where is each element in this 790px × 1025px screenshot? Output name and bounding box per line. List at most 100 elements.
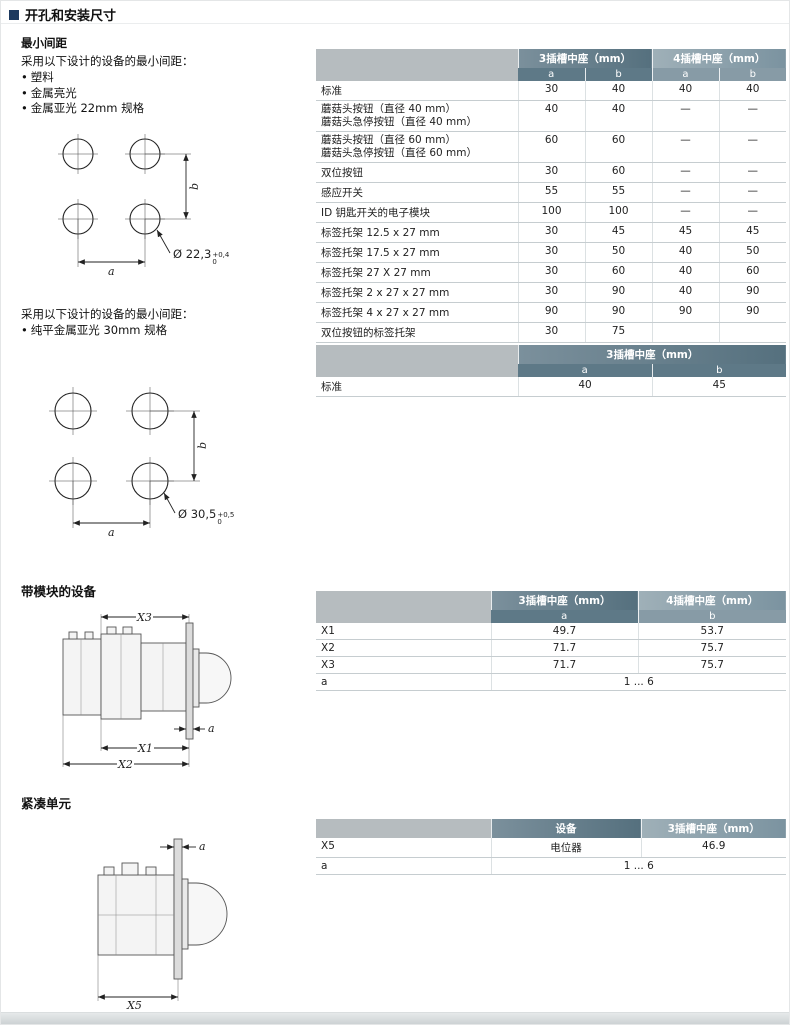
value-cell: 53.7 <box>637 623 786 640</box>
compact-section-heading: 紧凑单元 <box>21 796 72 811</box>
value-cell: 60 <box>584 162 652 183</box>
row-label: 标签托架 27 X 27 mm <box>316 262 518 283</box>
value-cell: 100 <box>517 202 585 223</box>
page-title: 开孔和安装尺寸 <box>25 9 117 24</box>
hole-pattern-svg-30mm <box>49 387 200 528</box>
value-cell: 46.9 <box>640 838 786 858</box>
value-cell: 90 <box>718 282 786 303</box>
table-row: 标签托架 4 x 27 x 27 mm 90 90 90 90 <box>316 302 786 323</box>
min-distance-intro: 最小间距 采用以下设计的设备的最小间距： 塑料 金属亮光 金属亚光 22mm 规… <box>21 36 301 117</box>
table-row: 标签托架 12.5 x 27 mm 30 45 45 45 <box>316 222 786 243</box>
value-cell: 90 <box>651 302 719 323</box>
value-cell: 45 <box>718 222 786 243</box>
dim-x5-label: X5 <box>126 999 143 1012</box>
col-b-header: b <box>718 68 786 81</box>
value-cell: 49.7 <box>490 623 638 640</box>
row-label: X3 <box>316 656 491 674</box>
min-clearance-table: 3插槽中座（mm） 4插槽中座（mm） a b a b 标准 30 40 40 … <box>316 49 786 343</box>
table-row: 蘑菇头按钮（直径 60 mm）蘑菇头急停按钮（直径 60 mm） 60 60 —… <box>316 131 786 163</box>
dim-a-label: a <box>107 265 116 278</box>
value-cell: 40 <box>651 262 719 283</box>
section-marker-icon <box>9 9 19 20</box>
value-cell: — <box>718 182 786 203</box>
value-cell: 55 <box>517 182 585 203</box>
value-cell: 60 <box>584 262 652 283</box>
value-cell: — <box>651 182 719 203</box>
value-cell: 30 <box>517 242 585 263</box>
dim-x1-label: X1 <box>137 742 154 755</box>
table-row: X5 电位器 46.9 <box>316 838 786 858</box>
tolerance-upper: +0,5 <box>217 511 235 519</box>
value-cell: 40 <box>651 282 719 303</box>
value-cell: — <box>651 162 719 183</box>
col-a-header: a <box>518 68 585 81</box>
value-cell: 30 <box>517 262 585 283</box>
min-distance-heading: 最小间距 <box>21 36 67 50</box>
header-row: 设备 3插槽中座（mm） <box>316 819 786 838</box>
value-cell: — <box>718 131 786 163</box>
value-cell: 75.7 <box>637 656 786 674</box>
table-row: 蘑菇头按钮（直径 40 mm）蘑菇头急停按钮（直径 40 mm） 40 40 —… <box>316 100 786 132</box>
min-distance-text: 采用以下设计的设备的最小间距： <box>21 53 194 68</box>
col-a-header: a <box>491 610 638 623</box>
value-cell: 55 <box>584 182 652 203</box>
row-label: 双位按钮 <box>316 162 518 183</box>
value-cell: 30 <box>517 162 585 183</box>
design-bullet-list: 塑料 金属亮光 金属亚光 22mm 规格 <box>21 70 301 118</box>
flat-design-intro: 采用以下设计的设备的最小间距： 纯平金属亚光 30mm 规格 <box>21 307 311 339</box>
col-b-header: b <box>651 364 786 377</box>
value-cell: 30 <box>517 81 585 101</box>
header-row-groups: 3插槽中座（mm） <box>316 345 786 377</box>
col-group-3slot: 3插槽中座（mm） <box>640 819 786 838</box>
value-cell: — <box>718 162 786 183</box>
tolerance-lower: 0 <box>217 518 222 526</box>
row-label: 标签托架 2 x 27 x 27 mm <box>316 282 518 303</box>
flat-clearance-table: 3插槽中座（mm） a b 标准 40 45 <box>316 345 786 397</box>
col-device-header: 设备 <box>490 819 641 838</box>
page-header: 开孔和安装尺寸 <box>9 5 116 24</box>
dim-x3-label: X3 <box>136 611 153 624</box>
value-cell: 30 <box>517 322 585 343</box>
device-with-modules-svg <box>62 614 232 767</box>
value-cell: 60 <box>584 131 652 163</box>
col-b-header: b <box>637 610 786 623</box>
row-label: 标签托架 4 x 27 x 27 mm <box>316 302 518 323</box>
table-row: X3 71.7 75.7 <box>316 656 786 674</box>
value-cell: 45 <box>584 222 652 243</box>
value-cell: 40 <box>718 81 786 101</box>
value-cell <box>651 322 719 343</box>
row-label: 标准 <box>316 377 518 397</box>
table-row: 双位按钮的标签托架 30 75 <box>316 322 786 343</box>
row-label: a <box>316 673 491 691</box>
table-row: 标签托架 17.5 x 27 mm 30 50 40 50 <box>316 242 786 263</box>
table-row: a 1 ... 6 <box>316 673 786 691</box>
row-label: 标签托架 12.5 x 27 mm <box>316 222 518 243</box>
dim-b-label: b <box>196 440 210 451</box>
col-b-header: b <box>584 68 652 81</box>
row-label: ID 钥匙开关的电子模块 <box>316 202 518 223</box>
compact-unit-drawing: X5 a <box>46 825 276 1013</box>
col-group-3slot: 3插槽中座（mm） <box>490 591 638 610</box>
value-cell: — <box>651 100 719 132</box>
col-group-4slot: 4插槽中座（mm） <box>637 591 786 610</box>
value-cell: 50 <box>584 242 652 263</box>
tolerance-upper: +0,4 <box>212 251 230 259</box>
table-row: X2 71.7 75.7 <box>316 639 786 657</box>
row-label: 标准 <box>316 81 518 101</box>
table-row: 标签托架 27 X 27 mm 30 60 40 60 <box>316 262 786 283</box>
header-row-groups: 3插槽中座（mm） 4插槽中座（mm） <box>316 591 786 623</box>
table-row: 感应开关 55 55 — — <box>316 182 786 203</box>
diameter-value: Ø 30,5 <box>178 507 217 521</box>
value-cell: 45 <box>651 377 786 397</box>
header-spacer <box>316 345 518 377</box>
value-cell: — <box>651 202 719 223</box>
value-cell: 40 <box>517 377 652 397</box>
value-cell: 40 <box>517 100 585 132</box>
value-cell: 45 <box>651 222 719 243</box>
tolerance-lower: 0 <box>212 258 217 266</box>
col-a-header: a <box>651 68 719 81</box>
table-row: a 1 ... 6 <box>316 857 786 875</box>
header-spacer <box>316 49 518 81</box>
